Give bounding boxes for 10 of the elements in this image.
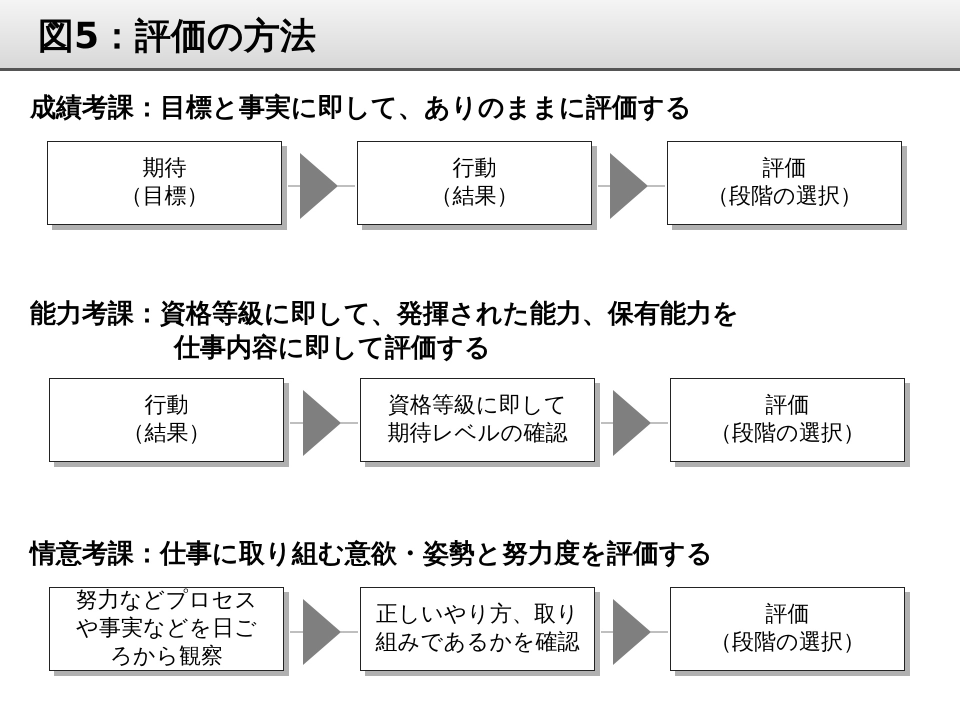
section-heading: 能力考課：資格等級に即して、発揮された能力、保有能力を仕事内容に即して評価する: [30, 298, 740, 365]
section-heading: 成績考課：目標と事実に即して、ありのままに評価する: [30, 92, 693, 125]
arrow: [598, 153, 666, 219]
section-heading: 情意考課：仕事に取り組む意欲・姿勢と努力度を評価する: [30, 538, 714, 571]
arrow: [288, 153, 356, 219]
title: 図5：評価の方法: [38, 15, 316, 59]
arrow: [600, 390, 668, 456]
arrow: [290, 599, 358, 665]
arrow: [600, 599, 668, 665]
arrow: [290, 390, 358, 456]
